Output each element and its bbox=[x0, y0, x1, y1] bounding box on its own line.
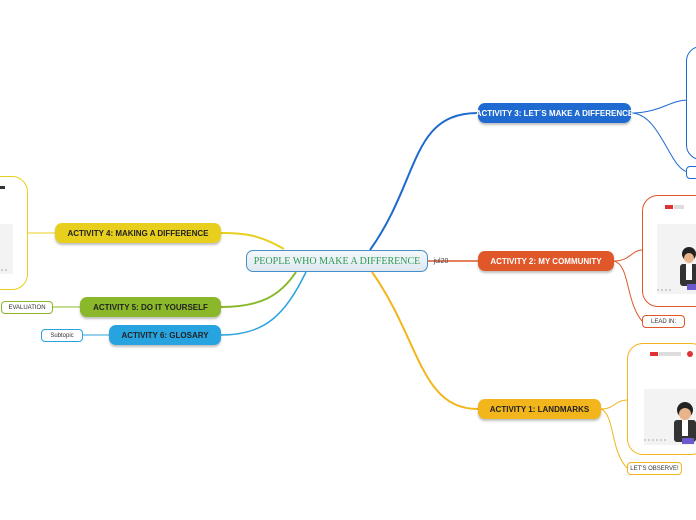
activity-1-image-card[interactable] bbox=[627, 343, 696, 455]
activity-1-node[interactable]: ACTIVITY 1: LANDMARKS bbox=[478, 399, 601, 419]
activity-2-node[interactable]: ACTIVITY 2: MY COMMUNITY bbox=[478, 251, 614, 271]
activity-4-image-card[interactable] bbox=[0, 176, 28, 290]
activity-3-node[interactable]: ACTIVITY 3: LET´S MAKE A DIFFERENCE bbox=[478, 103, 631, 123]
activity-4-node[interactable]: ACTIVITY 4: MAKING A DIFFERENCE bbox=[55, 223, 221, 243]
activity-5-node[interactable]: ACTIVITY 5: DO IT YOURSELF bbox=[80, 297, 221, 317]
slide-thumbnail-image bbox=[0, 177, 28, 290]
central-topic[interactable]: PEOPLE WHO MAKE A DIFFERENCE bbox=[246, 250, 428, 272]
subtopic-node[interactable]: Subtopic bbox=[41, 329, 83, 342]
evaluation-subtopic[interactable]: EVALUATION bbox=[1, 301, 53, 314]
central-topic-label: PEOPLE WHO MAKE A DIFFERENCE bbox=[254, 256, 421, 267]
activity-2-image-card[interactable] bbox=[642, 195, 696, 307]
date-tag: jul20 bbox=[431, 255, 451, 267]
activity-6-node[interactable]: ACTIVITY 6: GLOSARY bbox=[109, 325, 221, 345]
lead-in-subtopic[interactable]: LEAD IN: bbox=[642, 315, 685, 328]
slide-thumbnail-image bbox=[628, 344, 696, 455]
activity-3-small-subtopic[interactable] bbox=[686, 166, 696, 179]
activity-3-image-card[interactable] bbox=[686, 46, 696, 160]
lets-observe-subtopic[interactable]: LET'S OBSERVE! bbox=[627, 462, 682, 475]
slide-thumbnail-image bbox=[643, 196, 696, 307]
